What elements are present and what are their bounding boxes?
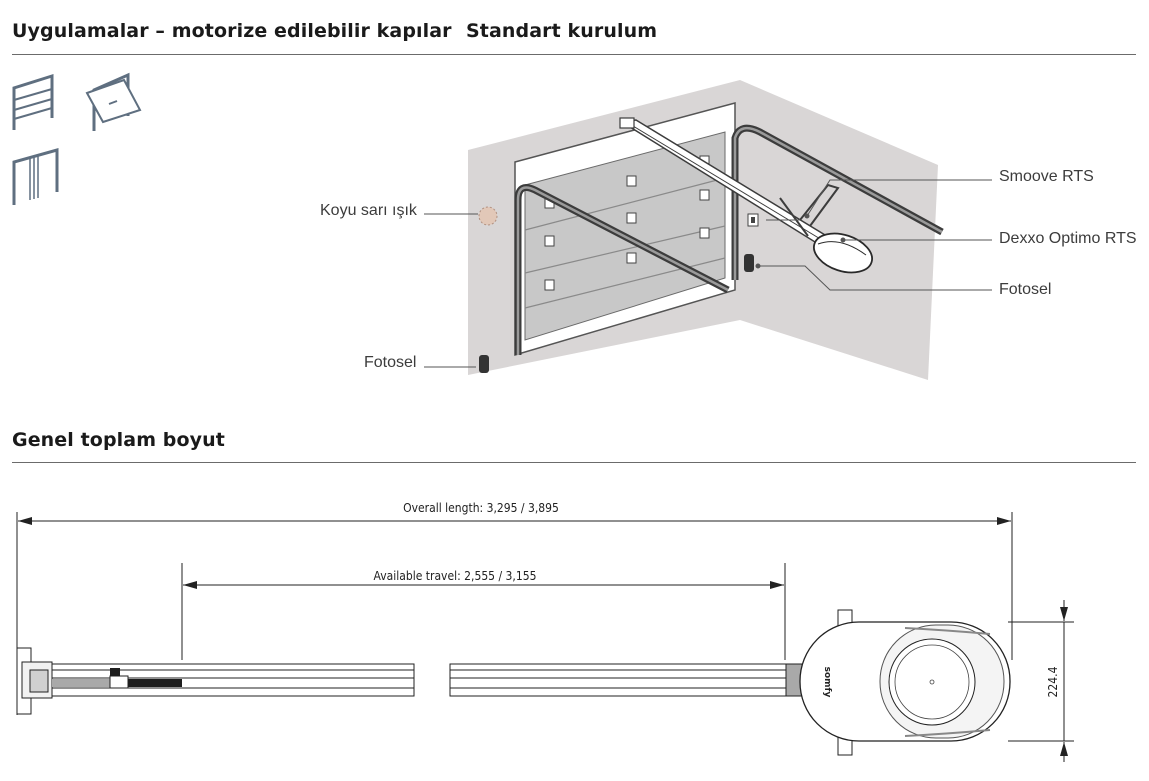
label-smoove-rts: Smoove RTS: [999, 168, 1094, 185]
label-photocell-right: Fotosel: [999, 281, 1052, 298]
height-text: 224.4: [1046, 666, 1060, 697]
divider-top: [12, 54, 1136, 55]
label-dexxo-optimo-rts: Dexxo Optimo RTS: [999, 230, 1137, 247]
overall-length-text: Overall length: 3,295 / 3,895: [403, 501, 559, 515]
divider-middle: [12, 462, 1136, 463]
motor-head: [813, 232, 873, 274]
photocell-left-device: [479, 355, 489, 373]
leader-lines: [424, 179, 992, 368]
applications-heading: Uygulamalar – motorize edilebilir kapıla…: [12, 20, 452, 42]
label-amber-light: Koyu sarı ışık: [320, 202, 417, 219]
side-wall: [740, 80, 938, 380]
standard-install-heading: Standart kurulum: [466, 20, 658, 42]
overall-size-heading: Genel toplam boyut: [12, 429, 225, 451]
brand-logo: somfy: [822, 667, 832, 698]
rail-right: [449, 663, 803, 697]
amber-light-device: [478, 206, 498, 226]
available-travel-text: Available travel: 2,555 / 3,155: [374, 569, 537, 583]
rail-left: [16, 647, 415, 715]
motor-head-top-view: somfy: [799, 609, 1011, 756]
photocell-right-device: [744, 254, 754, 272]
label-photocell-left: Fotosel: [364, 354, 417, 371]
